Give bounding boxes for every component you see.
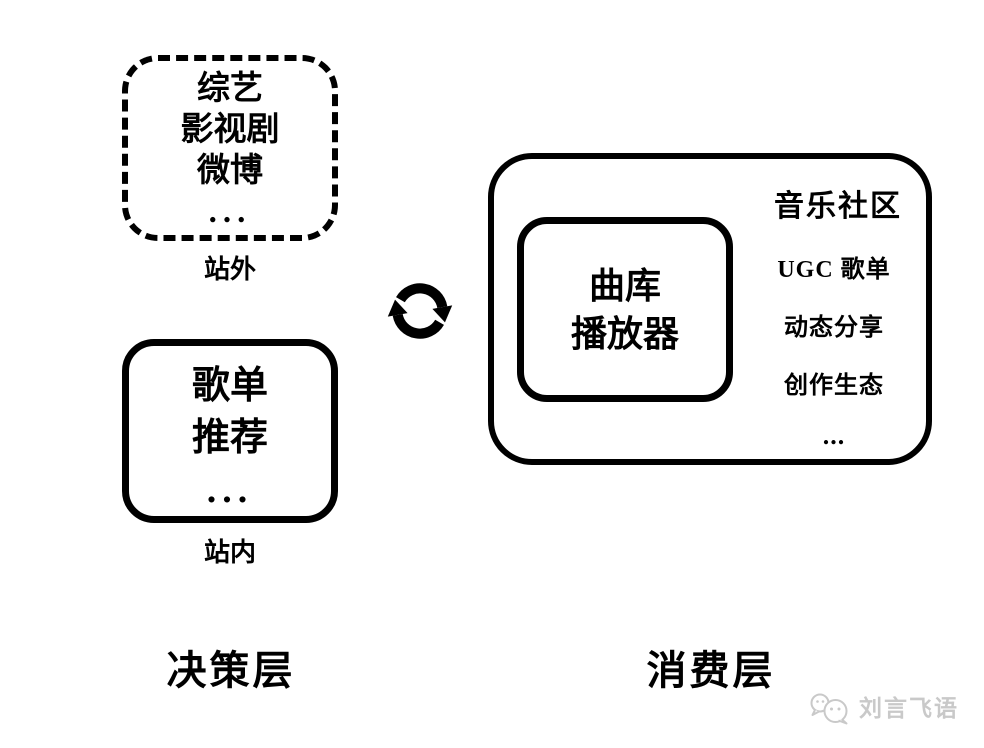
- watermark-text: 刘言飞语: [859, 696, 959, 721]
- offsite-item-ellipsis: ...: [208, 194, 252, 230]
- wechat-bubbles-icon: [810, 693, 848, 725]
- music-community-title: 音乐社区: [774, 190, 902, 223]
- decision-layer-caption: 决策层: [166, 648, 296, 693]
- library-player-box: 曲库 播放器: [517, 217, 733, 402]
- onsite-item-playlist: 歌单: [191, 365, 268, 407]
- feature-ellipsis: ...: [822, 421, 846, 450]
- offsite-item-variety: 综艺: [197, 71, 263, 107]
- offsite-item-weibo: 微博: [197, 153, 263, 189]
- feature-ugc-playlist: UGC 歌单: [777, 256, 891, 283]
- offsite-sources-box: 综艺 影视剧 微博 ...: [122, 55, 338, 241]
- watermark: 刘言飞语: [808, 692, 959, 726]
- onsite-sources-box: 歌单 推荐 ...: [122, 339, 338, 523]
- onsite-item-recommend: 推荐: [191, 417, 268, 459]
- music-community-box: 音乐社区 曲库 播放器 UGC 歌单 动态分享 创作生态 ...: [488, 153, 932, 465]
- core-line-library: 曲库: [588, 265, 661, 306]
- onsite-label: 站内: [203, 538, 256, 567]
- core-line-player: 播放器: [570, 313, 679, 354]
- cycle-arrows-icon: [387, 283, 453, 339]
- feature-creation-ecosystem: 创作生态: [784, 372, 884, 399]
- consumption-layer-caption: 消费层: [646, 648, 776, 693]
- offsite-label: 站外: [203, 255, 256, 284]
- offsite-item-film-tv: 影视剧: [180, 112, 280, 148]
- onsite-item-ellipsis: ...: [206, 469, 254, 511]
- community-features-list: UGC 歌单 动态分享 创作生态 ...: [739, 237, 929, 461]
- feature-moment-share: 动态分享: [784, 314, 884, 341]
